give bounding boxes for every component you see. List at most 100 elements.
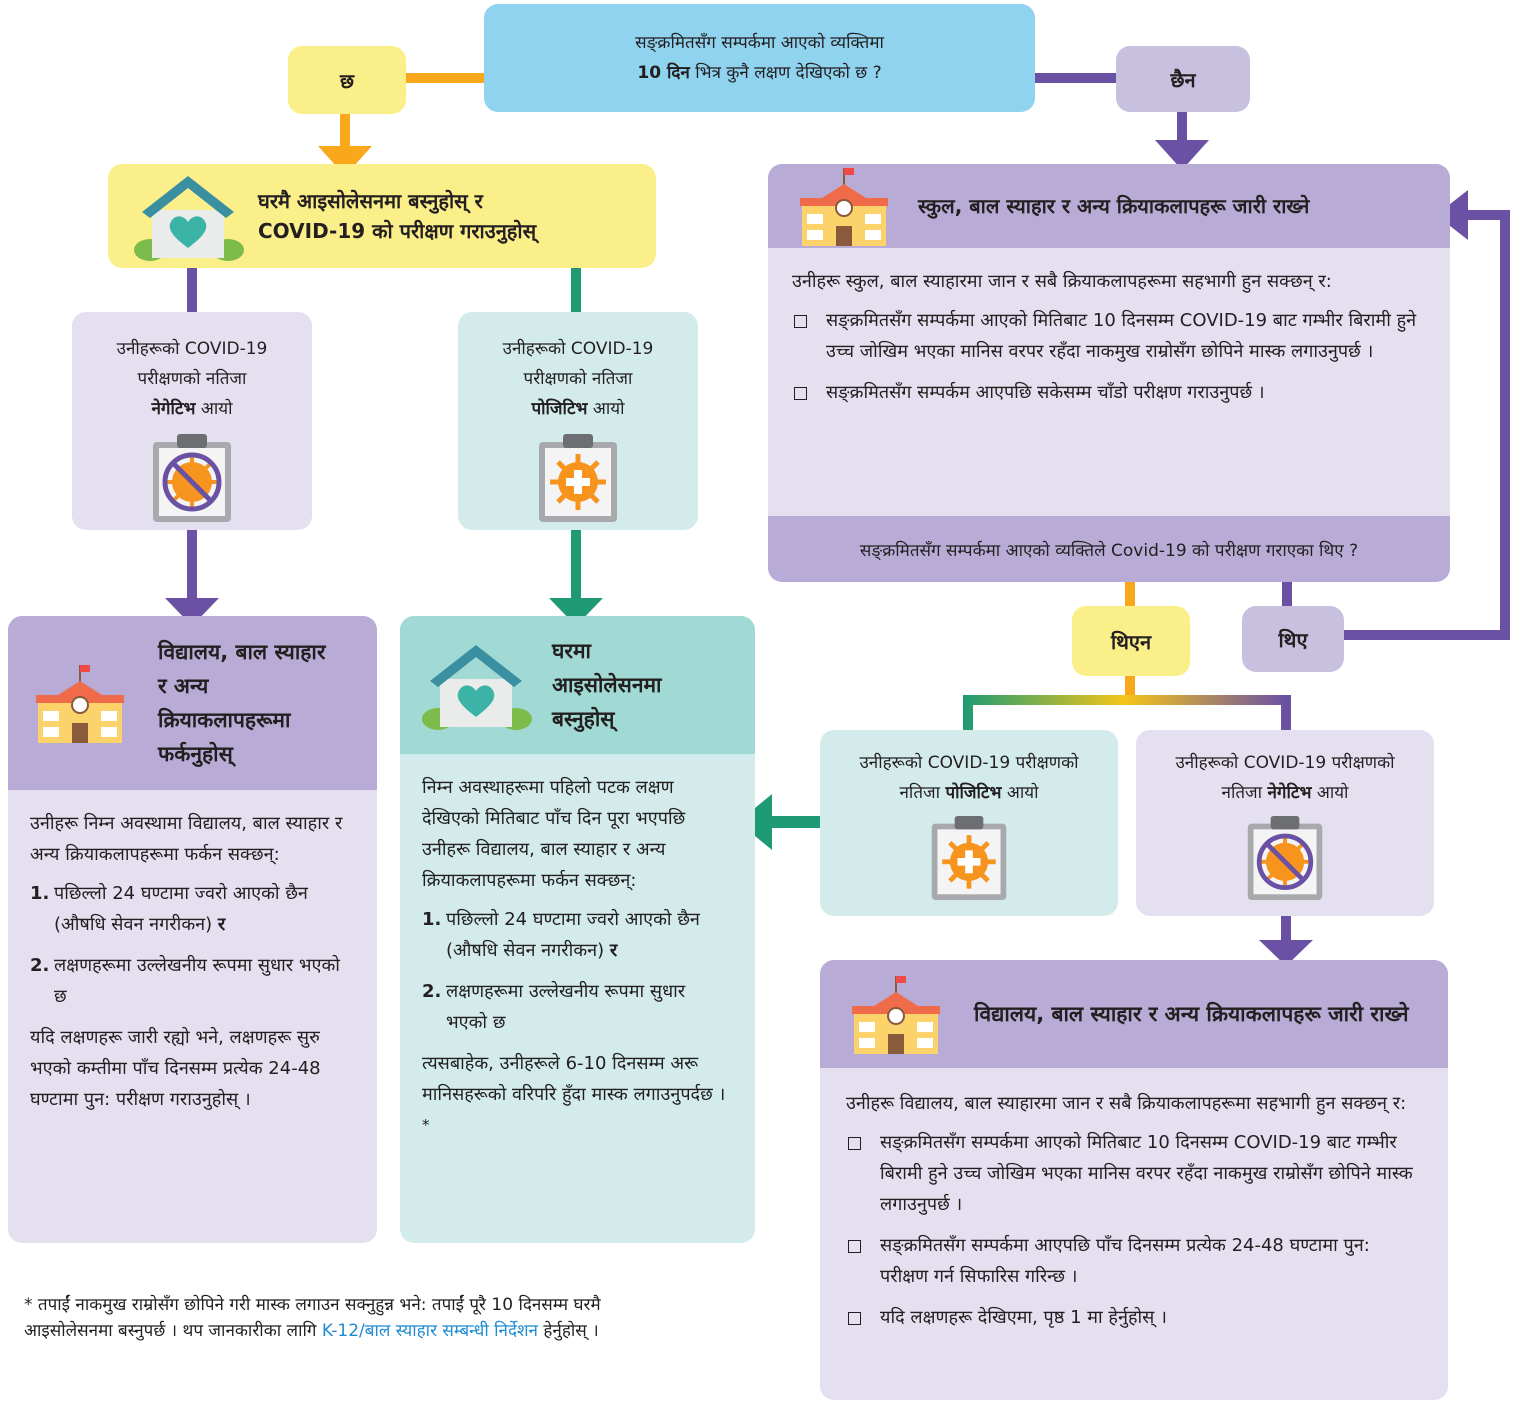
result-negative-label: नेगेटिभ (1267, 783, 1312, 803)
home-heart-icon (422, 645, 532, 730)
guidance-link[interactable]: K-12/बाल स्याहार सम्बन्धी निर्देशन (321, 1321, 538, 1341)
result-negative-card: उनीहरूको COVID-19 परीक्षणको नतिजा नेगेटि… (72, 312, 312, 530)
result-line3: पोजिटिभ आयो (531, 394, 624, 424)
list-item: 1.पछिल्लो 24 घण्टामा ज्वरो आएको छैन (औषध… (422, 904, 731, 966)
list-item-text: लक्षणहरूमा उल्लेखनीय रूपमा सुधार भएको छ (446, 981, 686, 1033)
return-school-outro: यदि लक्षणहरू जारी रह्यो भने, लक्षणहरू सु… (30, 1027, 321, 1110)
clipboard-positive-icon (539, 434, 617, 522)
result-line1: उनीहरूको COVID-19 (116, 339, 268, 359)
clipboard-negative-icon (153, 434, 231, 522)
result-after: आयो (1006, 783, 1039, 803)
list-item: 2.लक्षणहरूमा उल्लेखनीय रूपमा सुधार भएको … (30, 950, 357, 1012)
return-school-title: विद्यालय, बाल स्याहार र अन्य क्रियाकलापह… (158, 640, 326, 766)
list-item-text: यदि लक्षणहरू देखिएमा, पृष्ठ 1 मा हेर्नुह… (880, 1307, 1167, 1328)
list-item: सङ्क्रमितसँग सम्पर्कम आएपछि सकेसम्म चाँड… (792, 377, 1420, 408)
list-item: यदि लक्षणहरू देखिएमा, पृष्ठ 1 मा हेर्नुह… (846, 1302, 1422, 1333)
stay-home-title: घरमा आइसोलेसनमा बस्नुहोस् (552, 639, 662, 731)
result-negative-right-card: उनीहरूको COVID-19 परीक्षणको नतिजा नेगेटि… (1136, 730, 1434, 916)
continue-school-card: स्कुल, बाल स्याहार र अन्य क्रियाकलापहरू … (768, 164, 1450, 582)
return-school-intro: उनीहरू निम्न अवस्थामा विद्यालय, बाल स्या… (30, 813, 343, 865)
result-line1: उनीहरूको COVID-19 परीक्षणको (1175, 753, 1395, 773)
continue-school-list: सङ्क्रमितसँग सम्पर्कमा आएको मितिबाट 10 द… (792, 305, 1420, 408)
positive-right-arrowhead (738, 794, 772, 850)
list-item: सङ्क्रमितसँग सम्पर्कमा आएको मितिबाट 10 द… (846, 1127, 1422, 1220)
stay-home-intro: निम्न अवस्थाहरूमा पहिलो पटक लक्षण देखिएक… (422, 777, 686, 891)
footnote-text: तपाईं नाकमुख राम्रोसँग छोपिने गरी मास्क … (24, 1295, 601, 1341)
return-school-list: 1.पछिल्लो 24 घण्टामा ज्वरो आएको छैन (औषध… (30, 878, 357, 1012)
no-arrowhead (1155, 140, 1209, 170)
symptom-question-box: सङ्क्रमितसँग सम्पर्कमा आएको व्यक्तिमा 10… (484, 4, 1035, 112)
result-line2: नतिजा पोजिटिभ आयो (900, 778, 1039, 808)
clipboard-negative-icon (1247, 815, 1323, 901)
continue-school2-header: विद्यालय, बाल स्याहार र अन्य क्रियाकलापह… (820, 960, 1448, 1068)
footnote-after: हेर्नुहोस् । (543, 1321, 599, 1341)
result-label: नतिजा (899, 783, 941, 803)
question-days: 10 दिन (637, 63, 690, 83)
list-item-text: लक्षणहरूमा उल्लेखनीय रूपमा सुधार भएको छ (54, 955, 340, 1007)
result-after: आयो (592, 399, 625, 419)
checkbox-icon (848, 1137, 861, 1150)
list-item: सङ्क्रमितसँग सम्पर्कमा आएपछि पाँच दिनसम्… (846, 1230, 1422, 1292)
result-line2: नतिजा नेगेटिभ आयो (1222, 778, 1349, 808)
result-after: आयो (1316, 783, 1349, 803)
result-line1: उनीहरूको COVID-19 परीक्षणको (859, 753, 1079, 773)
school-icon (852, 976, 940, 1054)
result-line2: परीक्षणको नतिजा (137, 369, 247, 389)
positive-arrowhead (549, 598, 603, 626)
isolate-test-box: घरमै आइसोलेसनमा बस्नुहोस् र COVID-19 को … (108, 164, 656, 268)
answer-yes: छ (288, 46, 406, 114)
stay-home-outro: त्यसबाहेक, उनीहरूले 6-10 दिनसम्म अरू मान… (422, 1048, 731, 1147)
question-line2: 10 दिन भित्र कुनै लक्षण देखिएको छ ? (637, 58, 881, 88)
negative-arrowhead (165, 598, 219, 626)
isolate-test-line1: घरमै आइसोलेसनमा बस्नुहोस् र (258, 189, 483, 213)
tested-question: सङ्क्रमितसँग सम्पर्कमा आएको व्यक्तिले Co… (768, 516, 1450, 582)
continue-school-body: उनीहरू स्कुल, बाल स्याहारमा जान र सबै क्… (768, 248, 1450, 408)
stay-home-header: घरमा आइसोलेसनमा बस्नुहोस् (400, 616, 755, 754)
list-item-text: सङ्क्रमितसँग सम्पर्कमा आएको मितिबाट 10 द… (880, 1132, 1413, 1215)
checkbox-icon (848, 1312, 861, 1325)
list-number: 2. (422, 981, 442, 1002)
continue-school2-title: विद्यालय, बाल स्याहार र अन्य क्रियाकलापह… (974, 1002, 1409, 1026)
return-school-header: विद्यालय, बाल स्याहार र अन्य क्रियाकलापह… (8, 616, 377, 790)
continue-school-header: स्कुल, बाल स्याहार र अन्य क्रियाकलापहरू … (768, 164, 1450, 248)
list-item-conj: र (217, 914, 226, 935)
return-school-card: विद्यालय, बाल स्याहार र अन्य क्रियाकलापह… (8, 616, 377, 1243)
list-number: 2. (30, 955, 50, 976)
continue-school2-intro: उनीहरू विद्यालय, बाल स्याहारमा जान र सबै… (846, 1093, 1407, 1114)
result-line1: उनीहरूको COVID-19 (502, 339, 654, 359)
list-number: 1. (422, 909, 442, 930)
school-icon (800, 168, 888, 246)
negative-right-arrowhead (1259, 940, 1313, 966)
list-item: सङ्क्रमितसँग सम्पर्कमा आएको मितिबाट 10 द… (792, 305, 1420, 367)
checkbox-icon (848, 1240, 861, 1253)
tested-loop-arrowhead (1436, 190, 1468, 240)
list-item-text: सङ्क्रमितसँग सम्पर्कमा आएपछि पाँच दिनसम्… (880, 1235, 1370, 1287)
stay-home-list: 1.पछिल्लो 24 घण्टामा ज्वरो आएको छैन (औषध… (422, 904, 731, 1038)
continue-school2-body: उनीहरू विद्यालय, बाल स्याहारमा जान र सबै… (820, 1068, 1448, 1333)
result-after: आयो (200, 399, 233, 419)
question-line1: सङ्क्रमितसँग सम्पर्कमा आएको व्यक्तिमा (635, 33, 884, 53)
school-icon (36, 665, 124, 743)
stay-home-card: घरमा आइसोलेसनमा बस्नुहोस् निम्न अवस्थाहर… (400, 616, 755, 1243)
clipboard-positive-icon (931, 815, 1007, 901)
stay-home-outro-text: त्यसबाहेक, उनीहरूले 6-10 दिनसम्म अरू मान… (422, 1053, 726, 1105)
footnote-mark: * (24, 1295, 33, 1315)
list-item-text: सङ्क्रमितसँग सम्पर्कमा आएको मितिबाट 10 द… (826, 310, 1417, 362)
return-school-body: उनीहरू निम्न अवस्थामा विद्यालय, बाल स्या… (8, 790, 377, 1115)
result-negative-label: नेगेटिभ (151, 399, 196, 419)
list-item-text: पछिल्लो 24 घण्टामा ज्वरो आएको छैन (औषधि … (54, 883, 308, 935)
result-positive-card: उनीहरूको COVID-19 परीक्षणको नतिजा पोजिटि… (458, 312, 698, 530)
footnote-mark: * (422, 1116, 430, 1134)
yes-arrowhead (318, 146, 372, 176)
result-split-connector (963, 695, 1291, 732)
home-heart-icon (134, 176, 244, 261)
stay-home-body: निम्न अवस्थाहरूमा पहिलो पटक लक्षण देखिएक… (400, 754, 755, 1147)
result-line2: परीक्षणको नतिजा (523, 369, 633, 389)
continue-school2-card: विद्यालय, बाल स्याहार र अन्य क्रियाकलापह… (820, 960, 1448, 1400)
result-label: नतिजा (1221, 783, 1263, 803)
answer-not-tested: थिएन (1072, 606, 1190, 676)
list-item-conj: र (609, 940, 618, 961)
isolate-test-line2: COVID-19 को परीक्षण गराउनुहोस् (258, 219, 537, 243)
list-item: 1.पछिल्लो 24 घण्टामा ज्वरो आएको छैन (औषध… (30, 878, 357, 940)
footnote: * तपाईं नाकमुख राम्रोसँग छोपिने गरी मास्… (24, 1292, 684, 1344)
